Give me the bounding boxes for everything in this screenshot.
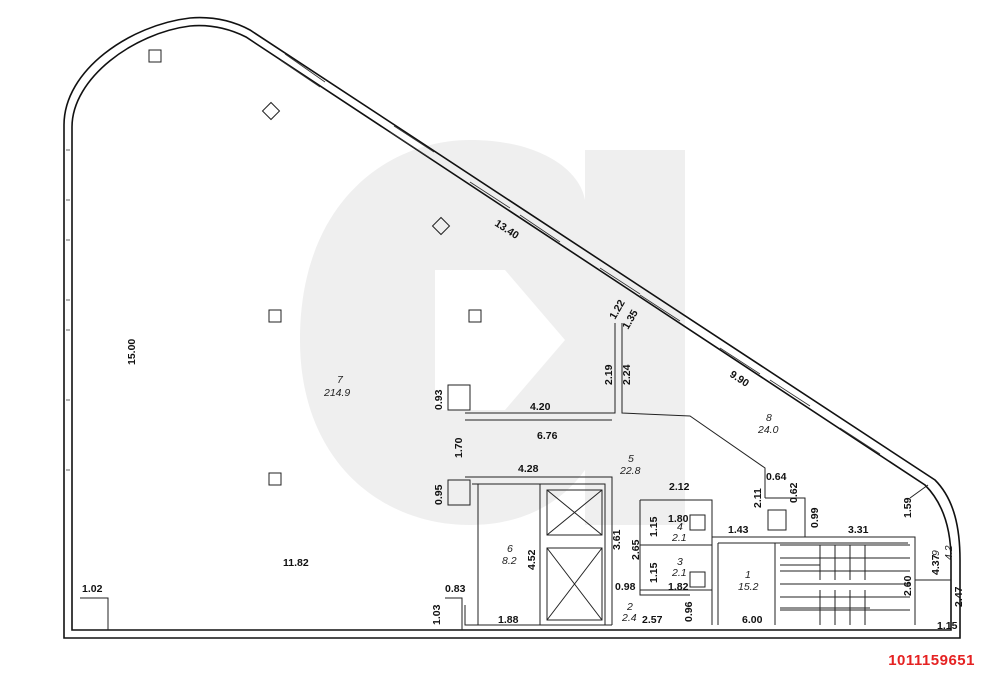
stairs-and-elevators [447,384,910,625]
dim-label: 0.96 [683,601,695,622]
dim-label: 9.90 [727,368,751,389]
dim-label: 1.88 [498,614,519,626]
room-4-num: 4 [677,521,683,533]
room-9-num: 9 [930,550,942,556]
dim-label: 2.60 [902,575,914,596]
dim-label: 1.80 [668,513,689,525]
dim-label: 15.00 [126,339,138,365]
dim-label: 2.47 [953,586,965,607]
dim-label: 2.12 [669,481,690,493]
dim-label: 2.57 [642,614,663,626]
room-5-num: 5 [628,453,634,465]
dim-label: 2.24 [621,364,633,385]
dim-label: 0.98 [615,581,636,593]
room-1-area: 15.2 [738,581,759,593]
dim-label: 1.03 [431,604,443,625]
dim-label: 1.15 [648,562,660,583]
dim-label: 2.65 [630,539,642,560]
room-7-num: 7 [337,374,344,386]
dim-label: 1.82 [668,581,689,593]
dim-label: 1.43 [728,524,749,536]
dim-label: 1.15 [648,516,660,537]
dim-label: 4.52 [526,549,538,570]
room-2-num: 2 [626,601,633,613]
dim-label: 0.83 [445,583,466,595]
room-8-num: 8 [766,412,772,424]
dim-label: 0.62 [788,482,800,503]
dim-label: 2.11 [752,488,764,508]
room-7-area: 214.9 [323,387,350,399]
room-8-area: 24.0 [757,424,779,436]
dim-label: 0.93 [433,389,445,410]
room-4-area: 2.1 [671,532,687,544]
dim-label: 6.76 [537,430,558,442]
dim-label: 4.37 [930,554,942,575]
dim-label: 6.00 [742,614,763,626]
dim-label: 0.99 [809,507,821,528]
listing-id: 1011159651 [888,652,975,669]
inner-walls [80,323,951,630]
dim-label: 0.95 [433,484,445,505]
watermark-logo [300,140,685,525]
dim-label: 2.19 [603,364,615,385]
dim-label: 3.31 [848,524,869,536]
dim-label: 4.28 [518,463,539,475]
dim-label: 4.20 [530,401,551,413]
room-6-area: 8.2 [502,555,517,567]
dim-label: 1.02 [82,583,103,595]
dim-label: 1.70 [453,437,465,458]
dim-label: 1.15 [937,620,958,632]
room-2-area: 2.4 [621,612,637,624]
room-5-area: 22.8 [619,465,641,477]
dim-label: 0.64 [766,471,787,483]
room-1-num: 1 [745,569,751,581]
dim-label: 1.59 [902,497,914,518]
room-3-num: 3 [677,556,683,568]
outer-walls [63,16,961,639]
dim-label: 11.82 [283,557,309,569]
columns [148,49,482,486]
room-labels: 7 214.9 8 24.0 5 22.8 6 8.2 4 2.1 3 2.1 … [323,374,955,624]
room-9-area: 4.2 [943,545,955,560]
dimension-labels: 15.00 13.40 11.82 1.02 0.83 1.03 0.93 4.… [82,217,965,632]
dim-label: 3.61 [611,529,623,550]
room-3-area: 2.1 [671,567,687,579]
room-6-num: 6 [507,543,513,555]
